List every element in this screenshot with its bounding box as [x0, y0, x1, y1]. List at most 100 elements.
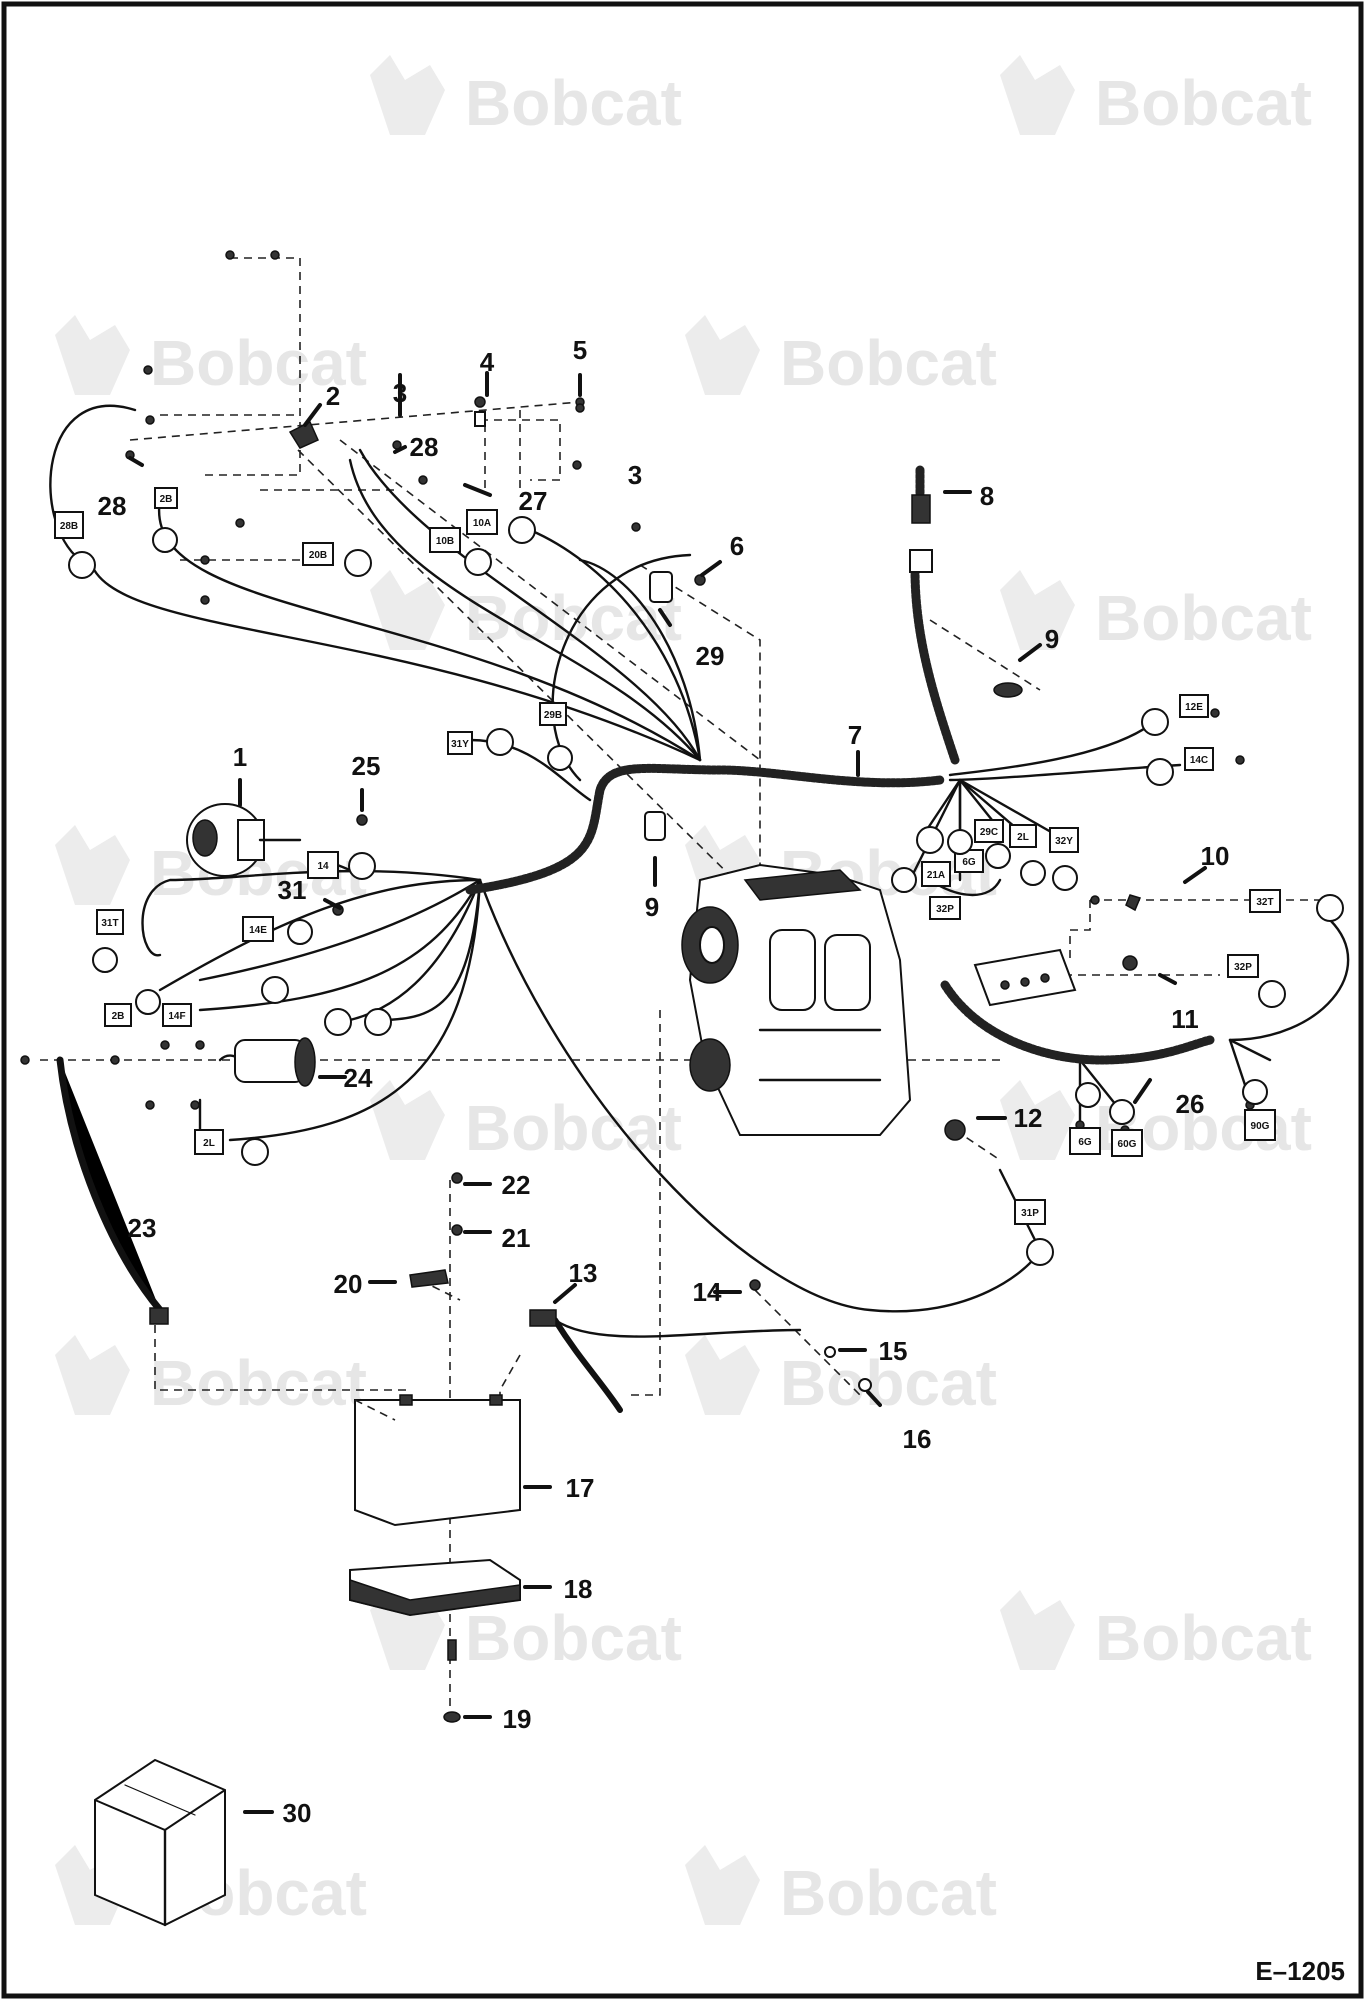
svg-text:2L: 2L: [1017, 832, 1029, 843]
svg-text:Bobcat: Bobcat: [465, 1602, 682, 1674]
svg-text:32P: 32P: [936, 904, 954, 915]
leader-lines: [128, 371, 1207, 1814]
svg-text:6G: 6G: [1078, 1137, 1092, 1148]
fuse-panel: [973, 948, 1077, 1007]
callout-3: 3: [628, 460, 642, 490]
watermark: Bobcat: [685, 315, 997, 399]
watermark: Bobcat: [1000, 1590, 1312, 1674]
battery: [354, 1394, 521, 1527]
battery-tray: [349, 1558, 521, 1617]
callout-8: 8: [980, 481, 994, 511]
kit-box: [94, 1758, 226, 1927]
wire-tag: 12E: [1179, 694, 1209, 718]
callout-31: 31: [278, 875, 307, 905]
svg-text:Bobcat: Bobcat: [150, 1347, 367, 1419]
watermark: Bobcat: [55, 1335, 367, 1419]
callout-27: 27: [519, 486, 548, 516]
callout-24: 24: [344, 1063, 373, 1093]
callout-numbers: 1 2 3 3 4 5 6 7 8 9 9 10 11 12 13 14 15 …: [98, 335, 1230, 1828]
svg-text:Bobcat: Bobcat: [780, 1857, 997, 1929]
callout-13: 13: [569, 1258, 598, 1288]
wire-tag: 14: [307, 851, 339, 879]
svg-text:Bobcat: Bobcat: [150, 327, 367, 399]
callout-1: 1: [233, 742, 247, 772]
svg-text:14C: 14C: [1190, 755, 1208, 766]
svg-text:14E: 14E: [249, 925, 267, 936]
svg-text:6G: 6G: [962, 857, 976, 868]
svg-text:28B: 28B: [60, 521, 78, 532]
callout-19: 19: [503, 1704, 532, 1734]
wire-tag: 10B: [429, 527, 461, 553]
callout-6: 6: [730, 531, 744, 561]
callout-25: 25: [352, 751, 381, 781]
svg-text:32T: 32T: [1256, 897, 1273, 908]
wire-tag: 90G: [1244, 1109, 1276, 1141]
wire-tag: 2B: [104, 1003, 132, 1027]
svg-text:60G: 60G: [1118, 1139, 1137, 1150]
svg-text:21A: 21A: [927, 870, 945, 881]
callout-28: 28: [410, 432, 439, 462]
svg-text:10B: 10B: [436, 536, 454, 547]
svg-text:12E: 12E: [1185, 702, 1203, 713]
callout-4: 4: [480, 347, 495, 377]
wire-tag: 31P: [1014, 1199, 1046, 1225]
svg-text:Bobcat: Bobcat: [1095, 67, 1312, 139]
svg-text:29B: 29B: [544, 710, 562, 721]
callout-7: 7: [848, 720, 862, 750]
callout-10: 10: [1201, 841, 1230, 871]
wire-tag: 2L: [1009, 824, 1037, 848]
svg-text:29C: 29C: [980, 827, 998, 838]
svg-text:14F: 14F: [168, 1011, 185, 1022]
wire-tag: 6G: [1069, 1127, 1101, 1155]
wire-tag: 20B: [302, 542, 334, 566]
watermark: Bobcat: [1000, 55, 1312, 139]
svg-text:31Y: 31Y: [451, 739, 469, 750]
wire-tag: 14E: [242, 916, 274, 942]
callout-20: 20: [334, 1269, 363, 1299]
svg-text:90G: 90G: [1251, 1121, 1270, 1132]
wire-tag: 60G: [1111, 1129, 1143, 1157]
starter-motor: [234, 1037, 316, 1087]
svg-text:Bobcat: Bobcat: [1095, 582, 1312, 654]
wire-tag: 10A: [466, 509, 498, 535]
callout-22: 22: [502, 1170, 531, 1200]
wire-tag: 32Y: [1049, 827, 1079, 853]
callout-21: 21: [502, 1223, 531, 1253]
wire-terminal-circles: [68, 516, 1344, 1266]
callout-18: 18: [564, 1574, 593, 1604]
callout-14: 14: [693, 1277, 722, 1307]
svg-text:Bobcat: Bobcat: [780, 327, 997, 399]
wire-tag: 28B: [54, 511, 84, 539]
svg-text:32P: 32P: [1234, 962, 1252, 973]
callout-23: 23: [128, 1213, 157, 1243]
svg-text:2B: 2B: [112, 1011, 125, 1022]
callout-30: 30: [283, 1798, 312, 1828]
wire-tag: 29C: [974, 819, 1004, 843]
svg-text:Bobcat: Bobcat: [465, 1092, 682, 1164]
wire-tag: 2B: [154, 487, 178, 509]
wire-tag: 31Y: [447, 731, 473, 755]
engine: [681, 863, 912, 1136]
wire-tag: 29B: [539, 702, 567, 726]
svg-text:31P: 31P: [1021, 1208, 1039, 1219]
watermark: Bobcat: [370, 1080, 682, 1164]
main-harness: [465, 763, 945, 895]
watermark: Bobcat: [685, 1335, 997, 1419]
svg-text:32Y: 32Y: [1055, 836, 1073, 847]
watermark: Bobcat: [685, 1845, 997, 1929]
assembly-lines: [40, 257, 1320, 1720]
svg-text:31T: 31T: [101, 918, 118, 929]
wire-tag: 32P: [929, 896, 961, 920]
wire-tag: 14F: [162, 1003, 192, 1027]
callout-2: 2: [326, 381, 340, 411]
svg-text:14: 14: [317, 861, 329, 872]
wire-tag: 31T: [96, 909, 124, 935]
wire-tag: 32T: [1249, 889, 1281, 913]
callout-9: 9: [1045, 624, 1059, 654]
callout-11: 11: [1171, 1004, 1199, 1034]
callout-29: 29: [696, 641, 725, 671]
alternator: [186, 803, 302, 877]
callout-3: 3: [393, 378, 407, 408]
figure-code: E–1205: [1255, 1956, 1345, 1986]
